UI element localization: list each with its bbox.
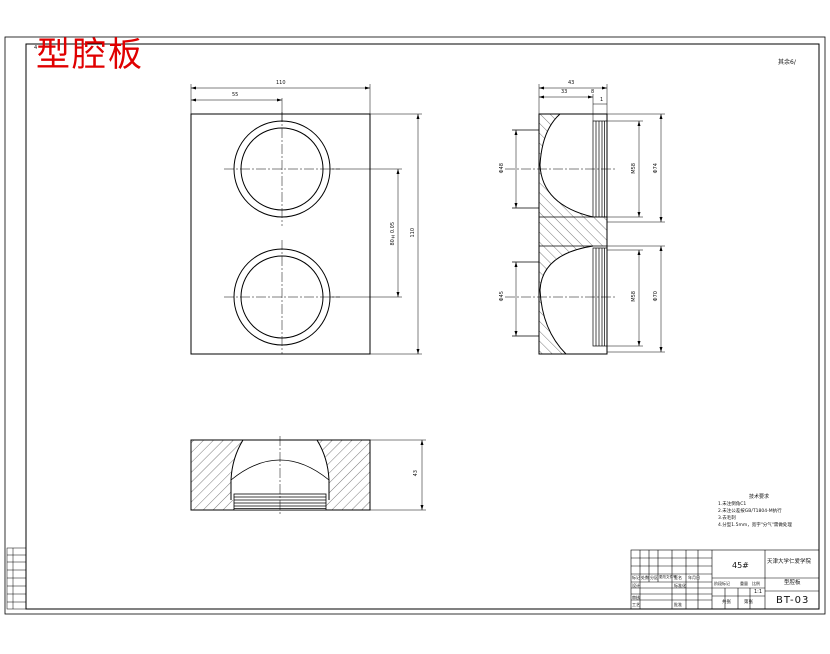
- tb-mid-label: 重量: [740, 581, 748, 586]
- dim-side-depth: 33: [561, 89, 568, 95]
- dim-side-width: 43: [568, 80, 575, 86]
- tb-row-label: 批准: [674, 602, 682, 607]
- outer-border: [4, 36, 826, 615]
- dim-lower-outer: Φ70: [653, 291, 659, 302]
- tech-notes-title: 技术要求: [748, 494, 769, 500]
- tb-label: 分区: [650, 575, 658, 580]
- dim-side-step: 8: [591, 89, 595, 95]
- inner-border: [25, 43, 820, 610]
- dim-upper-outer: Φ74: [653, 163, 659, 174]
- side-section-view: [505, 84, 665, 355]
- dim-front-height: 43: [413, 470, 419, 477]
- tb-mid-label: 比例: [752, 581, 760, 586]
- dim-upper-thread: M58: [631, 163, 637, 174]
- dim-lower-thread: M58: [631, 291, 637, 302]
- dim-upper-bore: Φ48: [499, 163, 505, 174]
- top-view: [190, 84, 422, 355]
- front-section-view: [190, 436, 426, 514]
- tb-row-label: 工艺: [632, 602, 640, 607]
- side-outline: [538, 113, 608, 355]
- tb-mid-label: 阶段标记: [714, 581, 730, 586]
- tb-row-label: 审核: [632, 595, 640, 600]
- tb-label: 年月日: [688, 575, 700, 580]
- tb-label: 更改文件号: [659, 575, 677, 579]
- tb-scale: 1:1: [754, 589, 763, 595]
- tb-row-label: 标准化: [674, 583, 686, 588]
- top-view-outline: [190, 113, 371, 355]
- dim-center-distance: 80±0.05: [390, 222, 396, 246]
- tech-note-item: 3.去毛刺: [718, 516, 736, 521]
- dim-top-width: 110: [276, 80, 286, 86]
- tb-material: 45#: [732, 561, 749, 570]
- tech-note-item: 4.分型1.5mm，宽字"分气"需做处理: [718, 523, 792, 528]
- tb-bottom-mid: 第张: [744, 600, 753, 605]
- tech-notes: 技术要求 1.未注倒角C1 2.未注公差按GB/T1804-M执行 3.去毛刺 …: [718, 494, 818, 529]
- dim-top-height: 110: [410, 228, 416, 238]
- roughness-note: 其余6/: [778, 59, 796, 66]
- tb-bottom-left: 共张: [722, 600, 731, 605]
- tech-note-item: 2.未注公差按GB/T1804-M执行: [718, 509, 782, 514]
- left-strip: [6, 547, 27, 610]
- stamp-title: 型腔板: [36, 35, 144, 75]
- corner-mark: 4: [34, 45, 38, 51]
- tb-label: 处数: [641, 575, 649, 580]
- tech-note-item: 1.未注倒角C1: [718, 502, 747, 507]
- title-block: [630, 549, 820, 610]
- tb-drawing-no: BT-03: [776, 595, 810, 606]
- tb-label: 标记: [632, 575, 640, 580]
- dim-side-small: 1: [600, 97, 604, 103]
- tb-label: 签名: [674, 575, 682, 580]
- tb-row-label: 设计: [632, 583, 640, 588]
- dim-top-half: 55: [232, 92, 239, 98]
- tb-part-name: 型腔板: [784, 580, 801, 586]
- tb-school: 天津大学仁爱学院: [767, 559, 812, 565]
- dim-lower-bore: Φ45: [499, 291, 505, 302]
